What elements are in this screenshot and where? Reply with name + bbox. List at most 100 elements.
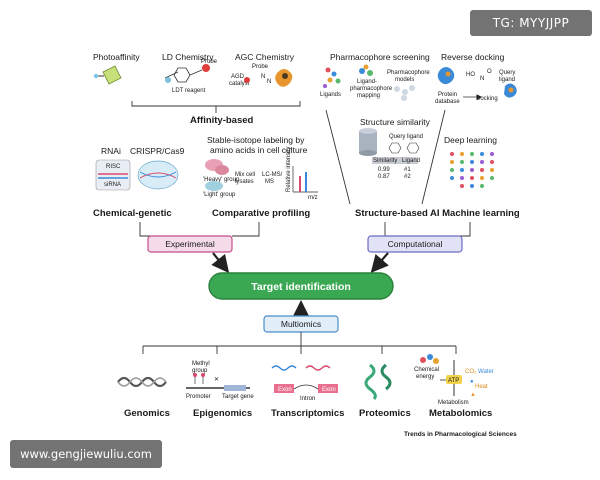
deep-learning-panel: Deep learning AI Machine learning bbox=[430, 135, 520, 219]
multiomics-label: Multiomics bbox=[281, 319, 321, 329]
heat-label: Heat bbox=[475, 384, 488, 390]
ld-chemistry-label: LD Chemistry bbox=[162, 52, 214, 62]
exon-block-1 bbox=[274, 384, 294, 393]
docking-label: Docking bbox=[476, 96, 498, 102]
ms-spectrum-icon bbox=[292, 166, 318, 193]
mix-cell-label-1: Mix cell bbox=[235, 172, 255, 178]
transcriptomics-panel: Exon Exon Intron Transcriptomics bbox=[271, 365, 344, 419]
structure-based-panel: Structure similarity Query ligand Simila… bbox=[325, 109, 446, 219]
similarity-table: Similarity Ligand 0.99 #1 0.87 #2 bbox=[372, 157, 420, 180]
lcms-label-2: MS bbox=[265, 179, 274, 185]
svg-text:siRNA: siRNA bbox=[104, 182, 121, 188]
reverse-docking-label: Reverse docking bbox=[441, 52, 505, 62]
svg-text:O: O bbox=[487, 69, 492, 75]
probe-label-agc: Probe bbox=[252, 64, 269, 70]
structure-based-title: Structure-based bbox=[355, 208, 428, 219]
mz-label: m/z bbox=[308, 195, 318, 201]
arrow-computational bbox=[370, 252, 389, 273]
crispr-label: CRISPR/Cas9 bbox=[130, 146, 185, 156]
watermark-top: TG: MYYJJPP bbox=[470, 10, 592, 36]
journal-credit: Trends in Pharmacological Sciences bbox=[404, 431, 517, 438]
crispr-icon bbox=[137, 160, 179, 190]
genomics-title: Genomics bbox=[124, 408, 170, 419]
rnai-icon: RISC siRNA bbox=[95, 159, 131, 191]
agc-chemistry-label: AGC Chemistry bbox=[235, 52, 295, 62]
energy-molecules-icon bbox=[420, 354, 439, 364]
protein-database-label-2: database bbox=[435, 99, 460, 105]
silac-desc-line2: amino acids in cell culture bbox=[210, 145, 308, 155]
epigenomics-panel: Methyl group ✕ Promoter Target gene Epig… bbox=[186, 361, 254, 419]
table-row: 0.99 bbox=[378, 167, 390, 173]
protein-database-label-1: Protein bbox=[438, 92, 457, 98]
mapping-label-1: Ligand- bbox=[357, 79, 377, 85]
table-row: 0.87 bbox=[378, 174, 390, 180]
methyl-group-icon bbox=[193, 373, 205, 384]
rna-strand-icon bbox=[271, 365, 297, 371]
comparative-profiling-title: Comparative profiling bbox=[212, 208, 310, 219]
exon-block-2 bbox=[318, 384, 338, 393]
heavy-group-label: 'Heavy' group bbox=[203, 177, 240, 183]
silac-desc-line1: Stable-isotope labeling by bbox=[207, 135, 305, 145]
atp-badge bbox=[446, 375, 462, 384]
svg-text:Exon: Exon bbox=[278, 387, 292, 393]
pharmacophore-panel: Pharmacophore screening Ligands Ligand- … bbox=[320, 52, 430, 101]
chemical-genetic-title: Chemical-genetic bbox=[93, 208, 172, 219]
affinity-based-title: Affinity-based bbox=[190, 115, 254, 126]
agc-catalyst-label-1: AGD bbox=[231, 74, 245, 80]
heavy-group-cells-icon bbox=[205, 159, 229, 175]
ai-machine-learning-title: AI Machine learning bbox=[430, 208, 520, 219]
blocked-arrow-icon: ✕ bbox=[214, 377, 219, 383]
water-label: Water bbox=[478, 369, 494, 375]
experimental-hub: Experimental bbox=[147, 235, 233, 253]
deep-learning-label: Deep learning bbox=[444, 135, 497, 145]
photoaffinity-label: Photoaffinity bbox=[93, 52, 140, 62]
arrow-experimental bbox=[211, 252, 230, 274]
flame-icon: ▲ bbox=[470, 392, 476, 398]
ldt-reagent-label: LDT reagent bbox=[172, 88, 206, 94]
ligands-icon bbox=[323, 67, 341, 88]
methyl-label-1: Methyl bbox=[192, 361, 210, 367]
mapping-label-2: pharmacophore bbox=[350, 86, 393, 92]
col-similarity: Similarity bbox=[373, 158, 397, 164]
computational-hub: Computational bbox=[367, 235, 463, 253]
structure-similarity-label: Structure similarity bbox=[360, 117, 431, 127]
structure-molecules-icon bbox=[388, 142, 420, 154]
epigenomics-title: Epigenomics bbox=[193, 408, 252, 419]
col-ligand: Ligand bbox=[402, 158, 420, 164]
metabolomics-title: Metabolomics bbox=[429, 408, 492, 419]
chemical-energy-label-2: energy bbox=[416, 374, 434, 380]
query-label-1: Query bbox=[499, 70, 515, 76]
chemical-energy-label-1: Chemical bbox=[414, 367, 439, 373]
neural-network-icon bbox=[450, 152, 494, 188]
metabolomics-panel: Chemical energy ATP CO₂ Water ● Heat ▲ M… bbox=[414, 354, 494, 419]
svg-text:Exon: Exon bbox=[322, 387, 336, 393]
relative-intensity-label: Relative intensity bbox=[286, 147, 292, 192]
chemical-genetic-panel: RNAi CRISPR/Cas9 RISC siRNA Chemical-gen… bbox=[93, 146, 185, 219]
water-drop-icon: ● bbox=[470, 379, 474, 385]
svg-text:RISC: RISC bbox=[106, 164, 121, 170]
svg-text:N: N bbox=[267, 79, 271, 85]
metabolism-label: Metabolism bbox=[438, 400, 469, 406]
ligands-label: Ligands bbox=[320, 92, 341, 98]
table-row: #1 bbox=[404, 167, 411, 173]
mapping-label-3: mapping bbox=[357, 93, 380, 99]
query-ligand-icon: HO N O bbox=[466, 69, 492, 82]
proteomics-title: Proteomics bbox=[359, 408, 411, 419]
atp-label: ATP bbox=[448, 378, 459, 384]
methyl-label-2: group bbox=[192, 368, 208, 374]
svg-text:N: N bbox=[261, 74, 265, 80]
agc-protein-icon: N N bbox=[244, 69, 293, 87]
model-spheres-icon bbox=[394, 85, 415, 101]
protein-icon bbox=[437, 67, 455, 85]
light-group-cells-icon bbox=[205, 181, 223, 191]
light-group-label: 'Light' group bbox=[203, 192, 236, 198]
multiomics-hub: Multiomics bbox=[263, 315, 339, 333]
protein-ribbon-icon bbox=[364, 363, 377, 401]
svg-text:HO: HO bbox=[466, 72, 475, 78]
pharmacophore-model-icon bbox=[359, 64, 373, 76]
probe-label-ld: Probe bbox=[201, 59, 218, 65]
promoter-label: Promoter bbox=[186, 394, 211, 400]
rnai-label: RNAi bbox=[101, 146, 121, 156]
target-identification-label: Target identification bbox=[251, 281, 351, 293]
ld-chemistry-structure-icon bbox=[164, 64, 210, 83]
